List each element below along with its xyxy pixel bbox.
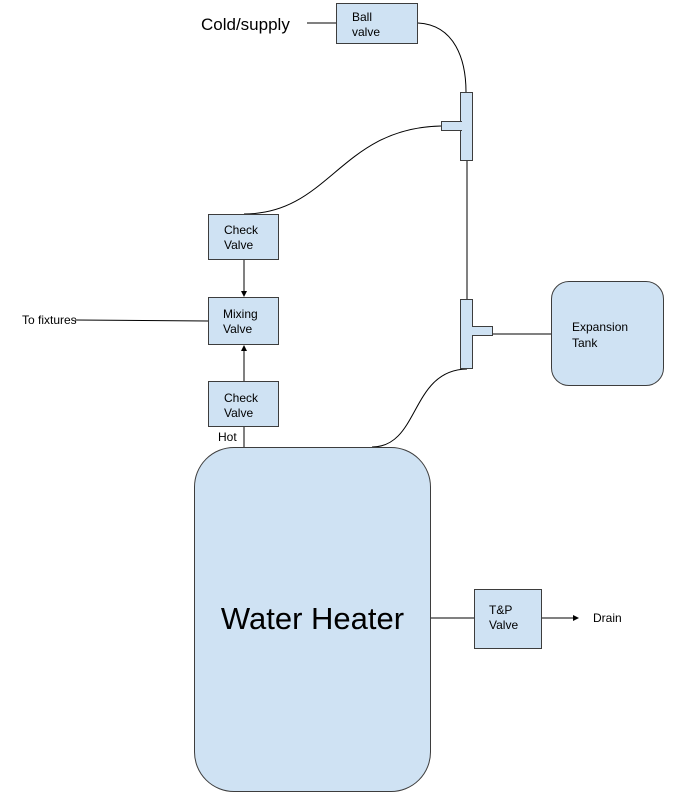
check-valve-lower-label-line2: Valve [224,406,254,420]
check-valve-upper-label-line2: Valve [224,238,254,252]
ball-valve-label-line2: valve [352,25,381,39]
check-valve-lower: Check Valve [208,381,279,427]
upper-tee-branch [441,121,462,131]
tp-valve-label-line2: Valve [489,618,519,632]
water-heater: Water Heater [194,447,431,792]
lower-tee-branch [472,326,493,336]
hot-label: Hot [218,430,237,444]
drain-label: Drain [593,611,622,625]
line-ball-valve-to-upper-tee [417,22,467,93]
mixing-valve-label-line1: Mixing [223,307,258,321]
ball-valve: Ball valve [336,3,418,44]
expansion-tank-label-line1: Expansion [572,320,629,334]
check-valve-lower-label-line1: Check [224,391,259,405]
water-heater-label: Water Heater [220,601,405,636]
mixing-valve-label-line2: Valve [223,322,253,336]
to-fixtures-label: To fixtures [22,313,77,327]
line-upper-tee-to-check-valve [243,125,442,215]
line-mixing-valve-to-fixtures [74,319,209,322]
tp-valve: T&P Valve [474,589,542,649]
line-lower-tee-to-water-heater [371,368,468,448]
mixing-valve: Mixing Valve [208,297,279,345]
check-valve-upper-label-line1: Check [224,223,259,237]
ball-valve-label-line1: Ball [352,10,373,24]
expansion-tank-label-line2: Tank [572,336,598,350]
tp-valve-label-line1: T&P [489,603,513,617]
expansion-tank: Expansion Tank [551,281,664,386]
cold-supply-label: Cold/supply [201,15,290,34]
check-valve-upper: Check Valve [208,214,279,260]
